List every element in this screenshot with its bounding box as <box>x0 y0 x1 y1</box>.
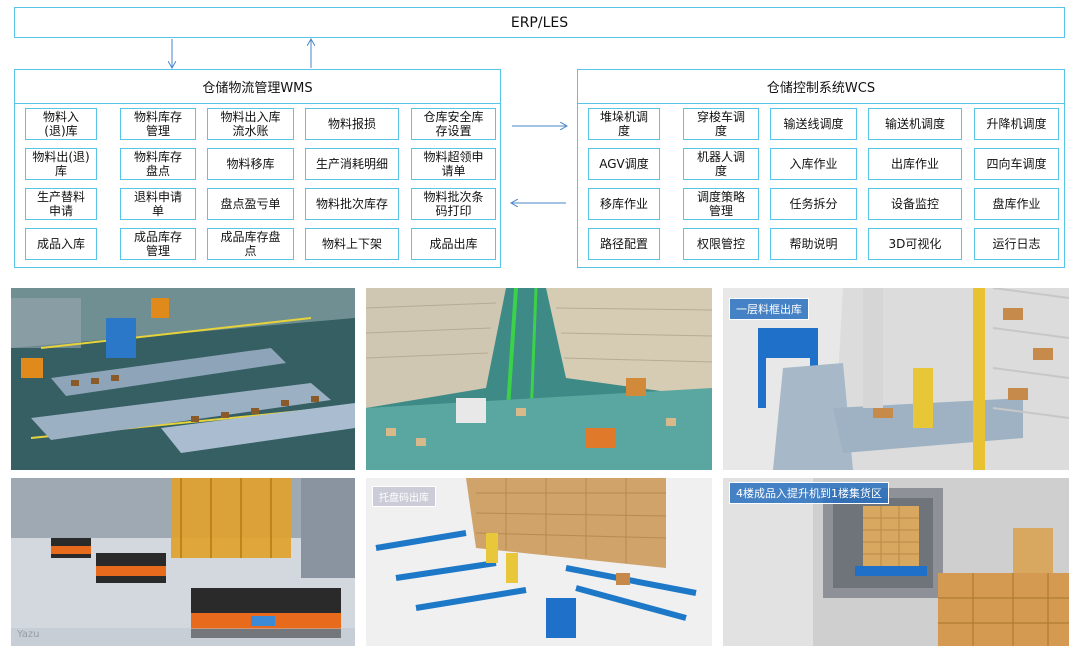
erp-les-box: ERP/LES <box>14 7 1065 38</box>
wcs-cell-r2-c5: 四向车调度 <box>974 148 1059 180</box>
wms-cell-r2-c5: 物料超领申 请单 <box>411 148 496 180</box>
wms-cell-r4-c2: 成品库存 管理 <box>120 228 196 260</box>
erp-les-label: ERP/LES <box>510 14 569 31</box>
wms-cell-r4-c1: 成品入库 <box>25 228 97 260</box>
wcs-cell-r1-c5: 升降机调度 <box>974 108 1059 140</box>
wms-cell-r1-c3: 物料出入库 流水账 <box>207 108 294 140</box>
photo-crate-outbound: 一层料框出库 <box>723 288 1069 470</box>
wcs-cell-r4-c5: 运行日志 <box>974 228 1059 260</box>
wcs-cell-r1-c2: 穿梭车调 度 <box>683 108 759 140</box>
wms-cell-r3-c1: 生产替料 申请 <box>25 188 97 220</box>
wcs-cell-r3-c1: 移库作业 <box>588 188 660 220</box>
wms-cell-r3-c4: 物料批次库存 <box>305 188 399 220</box>
wcs-title: 仓储控制系统WCS <box>578 70 1064 104</box>
wcs-cell-r4-c3: 帮助说明 <box>770 228 857 260</box>
wcs-cell-r2-c1: AGV调度 <box>588 148 660 180</box>
wcs-cell-r3-c4: 设备监控 <box>868 188 962 220</box>
wcs-cell-r3-c3: 任务拆分 <box>770 188 857 220</box>
wcs-cell-r3-c2: 调度策略 管理 <box>683 188 759 220</box>
wms-cell-r1-c1: 物料入 (退)库 <box>25 108 97 140</box>
photo-conveyor-3d <box>11 288 355 470</box>
photo-highbay-3d <box>366 288 712 470</box>
wcs-cell-r4-c2: 权限管控 <box>683 228 759 260</box>
wms-cell-r1-c5: 仓库安全库 存设置 <box>411 108 496 140</box>
photo-watermark: Yazu <box>17 629 40 640</box>
photo-label-crate-outbound: 一层料框出库 <box>729 298 809 320</box>
photo-lift-goods: 4楼成品入提升机到1楼集货区 <box>723 478 1069 646</box>
wms-cell-r4-c4: 物料上下架 <box>305 228 399 260</box>
wcs-cell-r1-c3: 输送线调度 <box>770 108 857 140</box>
wcs-cell-r1-c1: 堆垛机调 度 <box>588 108 660 140</box>
wms-cell-r3-c5: 物料批次条 码打印 <box>411 188 496 220</box>
wms-cell-r3-c3: 盘点盈亏单 <box>207 188 294 220</box>
wcs-cell-r2-c3: 入库作业 <box>770 148 857 180</box>
wms-cell-r1-c4: 物料报损 <box>305 108 399 140</box>
photo-pallet-outbound: 托盘码出库 <box>366 478 712 646</box>
wcs-cell-r3-c5: 盘库作业 <box>974 188 1059 220</box>
wcs-cell-r4-c1: 路径配置 <box>588 228 660 260</box>
wms-title: 仓储物流管理WMS <box>15 70 500 104</box>
wms-cell-r2-c3: 物料移库 <box>207 148 294 180</box>
wcs-cell-r4-c4: 3D可视化 <box>868 228 962 260</box>
wms-cell-r4-c3: 成品库存盘 点 <box>207 228 294 260</box>
wcs-cell-r2-c2: 机器人调 度 <box>683 148 759 180</box>
wms-cell-r2-c1: 物料出(退) 库 <box>25 148 97 180</box>
wms-cell-r2-c4: 生产消耗明细 <box>305 148 399 180</box>
wcs-cell-r1-c4: 输送机调度 <box>868 108 962 140</box>
wms-cell-r4-c5: 成品出库 <box>411 228 496 260</box>
photo-agv-robots: Yazu <box>11 478 355 646</box>
wms-cell-r1-c2: 物料库存 管理 <box>120 108 196 140</box>
wcs-cell-r2-c4: 出库作业 <box>868 148 962 180</box>
photo-label-lift-goods: 4楼成品入提升机到1楼集货区 <box>729 482 889 504</box>
wms-cell-r2-c2: 物料库存 盘点 <box>120 148 196 180</box>
photo-label-pallet-outbound: 托盘码出库 <box>372 486 436 507</box>
wms-cell-r3-c2: 退料申请 单 <box>120 188 196 220</box>
